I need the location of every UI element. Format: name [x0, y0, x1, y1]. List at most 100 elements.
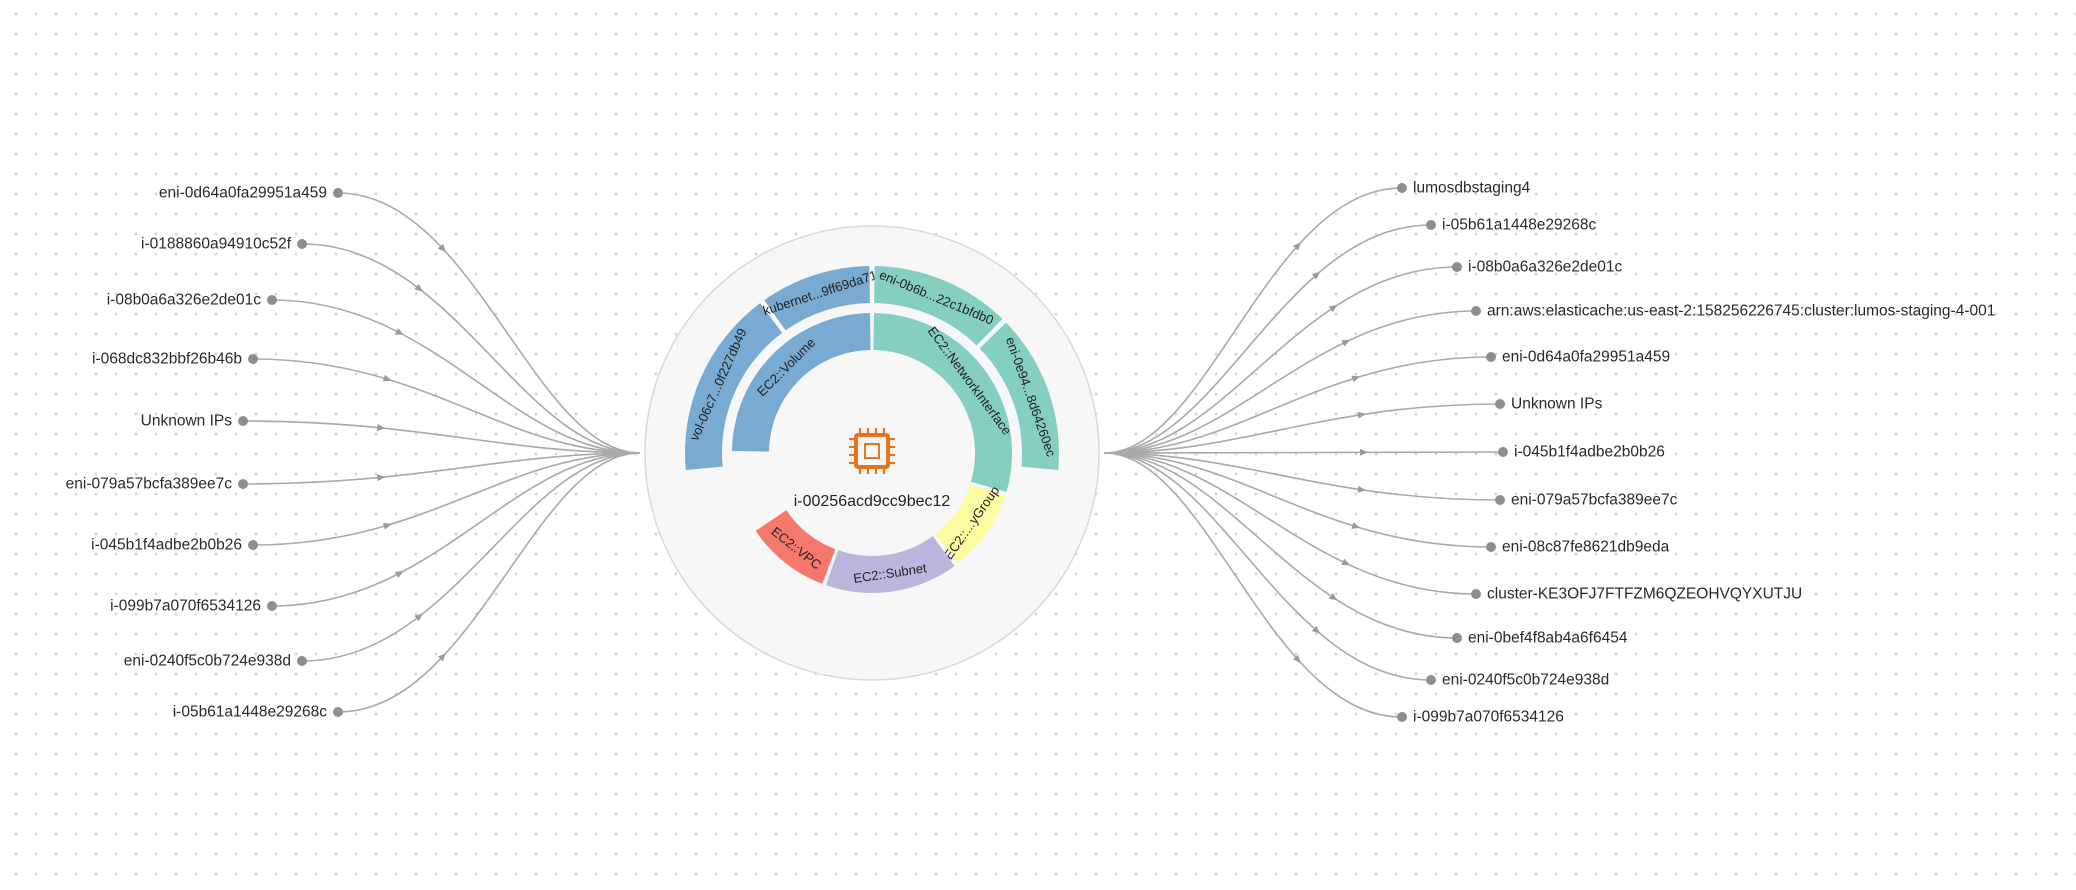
node-label[interactable]: i-05b61a1448e29268c [1442, 217, 1597, 234]
edge-arrow-icon [376, 424, 386, 431]
node-label[interactable]: Unknown IPs [141, 413, 233, 430]
dependency-edge [1103, 356, 1492, 454]
node-label[interactable]: cluster-KE3OFJ7FTFZM6QZEOHVQYXUTJU [1487, 586, 1802, 603]
graph-node[interactable]: lumosdbstaging4 [1397, 180, 1531, 197]
node-dot[interactable] [267, 295, 277, 305]
node-label[interactable]: eni-0240f5c0b724e938d [1442, 672, 1609, 689]
edge-arrow-icon [1292, 242, 1301, 251]
graph-node[interactable]: eni-079a57bcfa389ee7c [66, 476, 248, 493]
graph-node[interactable]: i-08b0a6a326e2de01c [107, 292, 277, 309]
node-label[interactable]: eni-079a57bcfa389ee7c [66, 476, 233, 493]
graph-node[interactable]: Unknown IPs [1495, 396, 1603, 413]
graph-node[interactable]: i-05b61a1448e29268c [1426, 217, 1597, 234]
node-label[interactable]: i-045b1f4adbe2b0b26 [91, 537, 242, 554]
edge-arrow-icon [414, 283, 423, 292]
node-label[interactable]: i-08b0a6a326e2de01c [1468, 259, 1623, 276]
edge-arrow-icon [1351, 522, 1361, 529]
node-dot[interactable] [238, 479, 248, 489]
left-node-list: eni-0d64a0fa29951a459 i-0188860a94910c52f… [66, 185, 343, 721]
node-dot[interactable] [248, 354, 258, 364]
node-label[interactable]: eni-0bef4f8ab4a6f6454 [1468, 630, 1628, 647]
node-dot[interactable] [1471, 589, 1481, 599]
node-label[interactable]: eni-079a57bcfa389ee7c [1511, 492, 1678, 509]
edge-arrow-icon [437, 243, 446, 253]
inner-ring-segment[interactable] [935, 484, 1006, 564]
dependency-edge [1103, 452, 1492, 548]
graph-node[interactable]: i-08b0a6a326e2de01c [1452, 259, 1623, 276]
graph-node[interactable]: eni-079a57bcfa389ee7c [1495, 492, 1678, 509]
node-label[interactable]: lumosdbstaging4 [1413, 180, 1531, 197]
graph-node[interactable]: eni-0240f5c0b724e938d [1426, 672, 1609, 689]
node-dot[interactable] [1486, 542, 1496, 552]
node-dot[interactable] [1471, 306, 1481, 316]
outer-ring-segment[interactable] [764, 266, 870, 331]
graph-node[interactable]: i-0188860a94910c52f [141, 236, 307, 253]
inner-ring-segment[interactable] [732, 313, 871, 452]
dependency-edge [271, 452, 641, 607]
node-dot[interactable] [1426, 675, 1436, 685]
inner-ring-segment[interactable] [873, 313, 1013, 493]
node-dot[interactable] [1495, 399, 1505, 409]
node-label[interactable]: i-099b7a070f6534126 [110, 598, 261, 615]
node-dot[interactable] [248, 540, 258, 550]
node-label[interactable]: i-068dc832bbf26b46b [92, 351, 242, 368]
outer-ring-segment[interactable] [685, 303, 783, 470]
graph-node[interactable]: eni-08c87fe8621db9eda [1486, 539, 1670, 556]
graph-node[interactable]: arn:aws:elasticache:us-east-2:1582562267… [1471, 303, 1995, 320]
node-dot[interactable] [1397, 712, 1407, 722]
node-dot[interactable] [297, 656, 307, 666]
node-label[interactable]: arn:aws:elasticache:us-east-2:1582562267… [1487, 303, 1995, 320]
graph-node[interactable]: i-099b7a070f6534126 [110, 598, 277, 615]
graph-node[interactable]: eni-0bef4f8ab4a6f6454 [1452, 630, 1628, 647]
outer-ring-segment[interactable] [874, 266, 1003, 346]
dependency-edge [242, 452, 641, 485]
node-dot[interactable] [333, 707, 343, 717]
edge-arrow-icon [437, 653, 446, 662]
edge-arrow-icon [1351, 375, 1361, 383]
node-dot[interactable] [1495, 495, 1505, 505]
graph-node[interactable]: i-05b61a1448e29268c [173, 704, 343, 721]
graph-node[interactable]: cluster-KE3OFJ7FTFZM6QZEOHVQYXUTJU [1471, 586, 1802, 603]
graph-node[interactable]: eni-0d64a0fa29951a459 [1486, 349, 1670, 366]
node-label[interactable]: eni-0240f5c0b724e938d [124, 653, 291, 670]
node-label[interactable]: i-099b7a070f6534126 [1413, 709, 1564, 726]
inner-ring-segment[interactable] [755, 510, 836, 584]
node-label[interactable]: i-045b1f4adbe2b0b26 [1514, 444, 1665, 461]
node-label[interactable]: eni-0d64a0fa29951a459 [1502, 349, 1670, 366]
ec2-instance-chip-icon [849, 428, 895, 474]
edge-arrow-icon [1311, 271, 1321, 280]
edge-arrow-icon [395, 571, 404, 578]
node-dot[interactable] [1452, 262, 1462, 272]
graph-node[interactable]: Unknown IPs [141, 413, 248, 430]
node-dot[interactable] [1426, 220, 1436, 230]
node-dot[interactable] [1452, 633, 1462, 643]
graph-node[interactable]: eni-0240f5c0b724e938d [124, 653, 307, 670]
node-label[interactable]: eni-0d64a0fa29951a459 [159, 185, 327, 202]
graph-node[interactable]: i-099b7a070f6534126 [1397, 709, 1564, 726]
node-label[interactable]: Unknown IPs [1511, 396, 1603, 413]
edge-arrow-icon [1292, 654, 1301, 663]
node-dot[interactable] [1486, 352, 1496, 362]
dependency-edge [271, 299, 641, 454]
node-label[interactable]: eni-08c87fe8621db9eda [1502, 539, 1670, 556]
node-dot[interactable] [1397, 183, 1407, 193]
graph-node[interactable]: i-045b1f4adbe2b0b26 [1498, 444, 1665, 461]
node-label[interactable]: i-08b0a6a326e2de01c [107, 292, 262, 309]
graph-node[interactable]: i-045b1f4adbe2b0b26 [91, 537, 258, 554]
graph-node[interactable]: i-068dc832bbf26b46b [92, 351, 258, 368]
dependency-edge [1103, 451, 1504, 454]
node-label[interactable]: i-0188860a94910c52f [141, 236, 292, 253]
outer-ring-segment[interactable] [979, 322, 1059, 470]
node-dot[interactable] [333, 188, 343, 198]
graph-node[interactable]: eni-0d64a0fa29951a459 [159, 185, 343, 202]
inner-ring-segment[interactable] [825, 536, 955, 593]
node-dot[interactable] [297, 239, 307, 249]
node-label[interactable]: i-05b61a1448e29268c [173, 704, 328, 721]
node-dot[interactable] [267, 601, 277, 611]
node-dot[interactable] [238, 416, 248, 426]
node-dot[interactable] [1498, 447, 1508, 457]
